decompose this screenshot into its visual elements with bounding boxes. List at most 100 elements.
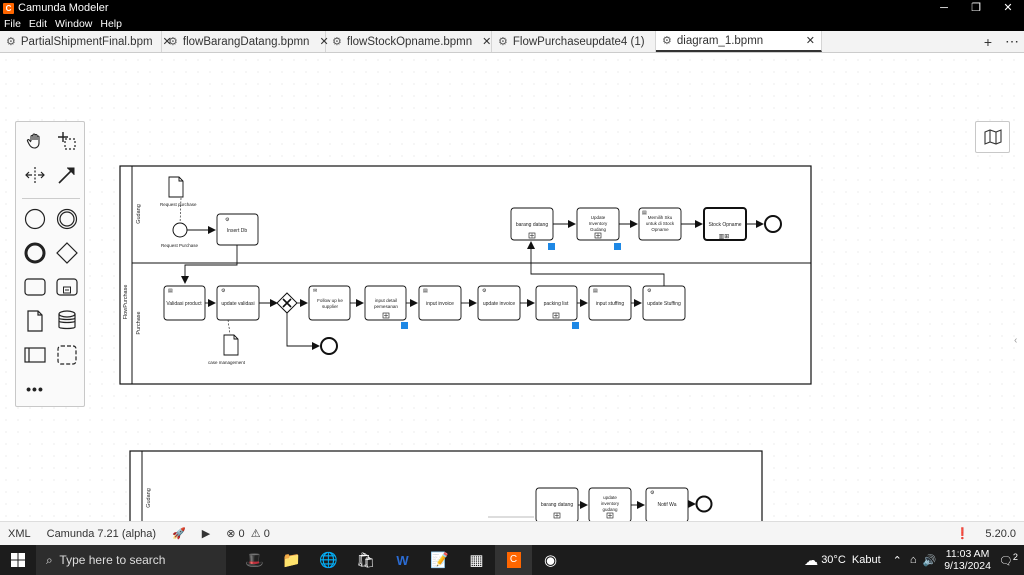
- task-update-inventory-gudang-2[interactable]: update inventory gudang: [588, 487, 632, 521]
- tab-close-button[interactable]: ✕: [805, 35, 815, 47]
- task-barang-datang-2[interactable]: barang datang: [535, 487, 579, 521]
- deploy-icon[interactable]: 🚀: [172, 528, 186, 540]
- task-update-validasi[interactable]: ⚙ update validasi: [216, 285, 260, 321]
- end-event-pool2[interactable]: [695, 495, 713, 513]
- end-event-purchase[interactable]: [320, 337, 338, 355]
- menu-window[interactable]: Window: [55, 17, 93, 30]
- news-widget-icon[interactable]: 🎩: [245, 552, 264, 569]
- lasso-tool[interactable]: [52, 126, 82, 156]
- chrome-icon[interactable]: ◉: [543, 552, 558, 569]
- taskbar-clock[interactable]: 11:03 AM 9/13/2024: [944, 548, 991, 572]
- warning-count: 0: [263, 527, 270, 540]
- maximize-button[interactable]: ❐: [971, 2, 981, 14]
- error-icon: ⊗: [226, 528, 236, 540]
- gateway-tool[interactable]: [52, 238, 82, 268]
- end-event-gudang[interactable]: [764, 215, 782, 233]
- notepad-icon[interactable]: 📝: [430, 552, 449, 569]
- task-icon: [24, 278, 46, 296]
- task-input-detail-pemesanan[interactable]: input detail pemesanan: [364, 285, 408, 329]
- temperature[interactable]: 30°C: [821, 554, 846, 566]
- minimap-toggle-button[interactable]: [975, 121, 1010, 153]
- start-button[interactable]: [0, 553, 36, 567]
- tray-expand-icon[interactable]: ⌃: [892, 554, 902, 567]
- weather-icon[interactable]: ☁: [804, 551, 819, 568]
- svg-text:Insert Db: Insert Db: [227, 228, 248, 234]
- svg-text:update: update: [603, 495, 617, 500]
- tab-diagram-1[interactable]: ⚙ diagram_1.bpmn ✕: [656, 31, 822, 52]
- bpmn-file-icon: ⚙: [168, 36, 178, 48]
- edge-browser-icon[interactable]: 🌐: [319, 552, 338, 569]
- properties-panel-toggle[interactable]: ‹: [1014, 335, 1018, 346]
- task-stock-opname[interactable]: Stock Opname ▥⊞: [703, 207, 747, 241]
- diagram-canvas[interactable]: ••• ‹ FlowPurchase Gudang Purchase Reque…: [0, 54, 1024, 521]
- tab-flow-purchase-update4[interactable]: ⚙ FlowPurchaseupdate4 (1) ✕: [492, 31, 664, 52]
- tab-partial-shipment[interactable]: ⚙ PartialShipmentFinal.bpm ✕: [0, 31, 172, 52]
- file-explorer-icon[interactable]: 📁: [282, 552, 301, 569]
- add-tab-button[interactable]: +: [983, 33, 993, 50]
- svg-text:▤: ▤: [423, 288, 428, 294]
- data-store-icon: [58, 310, 76, 330]
- task-insert-db[interactable]: ⚙ Insert Db: [216, 213, 259, 246]
- tab-flow-barang-datang[interactable]: ⚙ flowBarangDatang.bpmn ✕: [162, 31, 329, 52]
- svg-text:gudang: gudang: [602, 507, 618, 512]
- app-window-icon[interactable]: ▦: [469, 552, 484, 569]
- space-tool[interactable]: [20, 160, 50, 190]
- data-object-tool[interactable]: [20, 306, 50, 336]
- start-event-tool[interactable]: [20, 204, 50, 234]
- word-icon[interactable]: W: [396, 552, 409, 568]
- end-event-tool[interactable]: [20, 238, 50, 268]
- weather-description[interactable]: Kabut: [851, 554, 881, 566]
- menu-file[interactable]: File: [4, 17, 21, 30]
- window-title: Camunda Modeler: [18, 2, 109, 14]
- task-input-invoice[interactable]: ▤ input invoice: [418, 285, 462, 321]
- svg-text:⚙: ⚙: [221, 288, 226, 294]
- bpmn-file-icon: ⚙: [332, 36, 342, 48]
- task-barang-datang[interactable]: barang datang: [510, 207, 555, 250]
- task-update-invoice[interactable]: ⚙ update invoice: [477, 285, 521, 321]
- start-instance-icon[interactable]: ▶: [201, 528, 211, 540]
- data-object-case-management[interactable]: case management: [208, 334, 246, 365]
- intermediate-event-tool[interactable]: [52, 204, 82, 234]
- network-icon[interactable]: ⌂: [909, 554, 917, 566]
- bpmn-file-icon: ⚙: [662, 35, 672, 47]
- hand-tool[interactable]: [20, 126, 50, 156]
- task-follow-up-supplier[interactable]: ✉ Follow up ke supplier: [308, 285, 351, 321]
- close-window-button[interactable]: ✕: [1003, 2, 1013, 14]
- tab-flow-stock-opname[interactable]: ⚙ flowStockOpname.bpmn ✕: [326, 31, 492, 52]
- task-update-stuffing[interactable]: ⚙ update Stuffing: [642, 285, 686, 321]
- problems-panel-toggle[interactable]: ⊗ 0 ⚠ 0: [226, 527, 270, 541]
- more-tools-button[interactable]: •••: [26, 381, 44, 397]
- task-notif-wa[interactable]: ⚙ Notif Wa: [645, 487, 689, 521]
- svg-text:▤: ▤: [593, 288, 598, 294]
- tab-close-button[interactable]: ✕: [482, 36, 492, 48]
- minimize-button[interactable]: ─: [940, 2, 948, 14]
- data-object-request-purchase[interactable]: Request purchase: [160, 176, 197, 207]
- menu-help[interactable]: Help: [100, 17, 122, 30]
- arrow-icon: [58, 167, 75, 184]
- task-tool[interactable]: [20, 272, 50, 302]
- store-icon[interactable]: 🛍: [355, 552, 376, 569]
- xml-button[interactable]: XML: [8, 527, 31, 540]
- group-tool[interactable]: [52, 340, 82, 370]
- svg-text:Update: Update: [591, 215, 606, 220]
- svg-text:inventory: inventory: [601, 501, 620, 506]
- tab-close-button[interactable]: ✕: [319, 36, 329, 48]
- camunda-taskbar-icon[interactable]: C: [495, 545, 532, 575]
- task-input-stuffing[interactable]: ▤ input stuffing: [588, 285, 632, 321]
- task-validasi-product[interactable]: ▤ Validasi product: [163, 285, 206, 321]
- palette-separator: [22, 198, 80, 199]
- subprocess-tool[interactable]: [52, 272, 82, 302]
- start-event[interactable]: Request Purchase: [161, 222, 199, 248]
- engine-version-selector[interactable]: Camunda 7.21 (alpha): [46, 527, 157, 540]
- feedback-icon[interactable]: ❗: [955, 528, 970, 540]
- participant-tool[interactable]: [20, 340, 50, 370]
- tab-close-button[interactable]: ✕: [162, 36, 172, 48]
- taskbar-search-box[interactable]: ⌕ Type here to search: [36, 545, 226, 575]
- notification-center-icon[interactable]: 🗨2: [998, 552, 1018, 568]
- task-memilih-sku[interactable]: ▤ Memilih Sku untuk di Stock Opname: [638, 207, 682, 241]
- connect-tool[interactable]: [52, 160, 82, 190]
- menu-edit[interactable]: Edit: [28, 17, 48, 30]
- more-tabs-button[interactable]: ⋯: [1005, 33, 1019, 49]
- volume-icon[interactable]: 🔊: [922, 554, 937, 567]
- data-store-tool[interactable]: [52, 306, 82, 336]
